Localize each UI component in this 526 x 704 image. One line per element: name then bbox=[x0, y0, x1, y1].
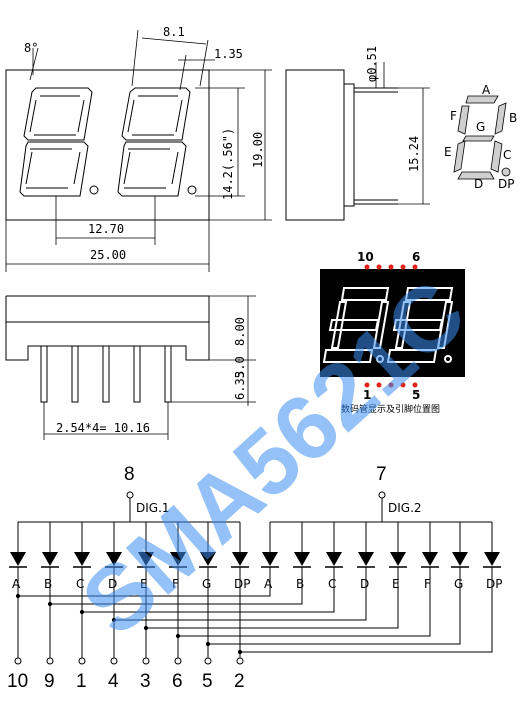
dim-pin-diameter: φ0.51 bbox=[365, 46, 379, 82]
front-dim-labels: 8° 8.1 1.35 14.2(.56") 19.00 12.70 25.00 bbox=[24, 25, 265, 262]
side-dim-labels: φ0.51 15.24 bbox=[365, 46, 421, 172]
dim-pin-pitch: 2.54*4= 10.16 bbox=[56, 421, 150, 435]
photo-caption: 数码管显示及引脚位置图 bbox=[341, 403, 440, 415]
legend-f: F bbox=[450, 109, 457, 123]
dig1-diode-d bbox=[105, 522, 123, 578]
display-photo: 10 6 1 5 数码管显示及引脚位置图 bbox=[320, 250, 465, 415]
dig2-seg-label-dp: DP bbox=[486, 577, 502, 591]
legend-g: G bbox=[476, 120, 485, 134]
dig1-seg-label-c: C bbox=[76, 577, 84, 591]
bottom-view bbox=[5, 295, 256, 440]
dig1-seg-label-e: E bbox=[140, 577, 148, 591]
bus-g bbox=[204, 578, 461, 665]
dig1-seg-label-f: F bbox=[172, 577, 179, 591]
dig1-diode-a bbox=[9, 522, 27, 578]
legend-c: C bbox=[503, 148, 511, 162]
front-digit-1 bbox=[19, 87, 99, 197]
dim-pin-span: 15.24 bbox=[407, 136, 421, 172]
schematic bbox=[18, 491, 492, 523]
bottom-dim-labels: 8.00 6.35 3.0 2.54*4= 10.16 bbox=[56, 317, 247, 435]
bottom-pin-1: 1 bbox=[76, 671, 87, 692]
bottom-pin-6: 6 bbox=[172, 671, 183, 692]
bus-e bbox=[142, 578, 399, 665]
dig2-seg-label-g: G bbox=[454, 577, 463, 591]
dim-seg-width: 1.35 bbox=[214, 47, 243, 61]
dig2-seg-label-f: F bbox=[424, 577, 431, 591]
bottom-pin-10: 10 bbox=[7, 671, 28, 692]
dim-pin-len-a: 6.35 bbox=[233, 371, 247, 400]
dig1-diode-g bbox=[199, 522, 217, 578]
dig2-seg-label-a: A bbox=[264, 577, 273, 591]
legend-a: A bbox=[482, 83, 491, 97]
dim-slant: 8° bbox=[24, 41, 38, 55]
dig2-label: DIG.2 bbox=[388, 501, 422, 515]
dig2-diode-c bbox=[325, 522, 343, 578]
dig2-diode-b bbox=[293, 522, 311, 578]
dig1-seg-label-g: G bbox=[202, 577, 211, 591]
dig1-diode-f bbox=[169, 522, 187, 578]
bus-dp bbox=[236, 578, 493, 665]
segment-legend: A B C D E F G DP bbox=[444, 83, 517, 191]
bottom-pin-5: 5 bbox=[202, 671, 213, 692]
dim-depth: 8.00 bbox=[233, 317, 247, 346]
dim-body-width: 25.00 bbox=[90, 248, 126, 262]
dig2-seg-label-e: E bbox=[392, 577, 400, 591]
dig2-diode-g bbox=[451, 522, 469, 578]
front-view bbox=[5, 29, 272, 272]
bus-wires bbox=[14, 578, 493, 665]
dig2-diode-f bbox=[421, 522, 439, 578]
dim-body-height: 19.00 bbox=[251, 132, 265, 168]
dig2-seg-label-c: C bbox=[328, 577, 336, 591]
dim-digit-pitch: 12.70 bbox=[88, 222, 124, 236]
bottom-pin-9: 9 bbox=[44, 671, 55, 692]
dig2-diode-a bbox=[261, 522, 279, 578]
dig2-diode-d bbox=[357, 522, 375, 578]
dig1-seg-label-b: B bbox=[44, 577, 52, 591]
diode-array bbox=[9, 522, 501, 578]
dig2-pin-number: 7 bbox=[376, 464, 387, 485]
photo-pin-6: 6 bbox=[412, 250, 420, 264]
photo-pin-5: 5 bbox=[412, 388, 420, 402]
dig1-diode-e bbox=[137, 522, 155, 578]
bottom-pin-3: 3 bbox=[140, 671, 151, 692]
legend-b: B bbox=[509, 111, 517, 125]
dig2-diode-e bbox=[389, 522, 407, 578]
legend-d: D bbox=[474, 177, 483, 191]
dim-digit-height: 14.2(.56") bbox=[221, 128, 235, 200]
photo-pin-1: 1 bbox=[363, 388, 371, 402]
dig2-diode-dp bbox=[483, 522, 501, 578]
dig1-diode-dp bbox=[231, 522, 249, 578]
side-view bbox=[285, 62, 430, 221]
dig1-pin-number: 8 bbox=[124, 464, 135, 485]
bottom-pin-4: 4 bbox=[108, 671, 119, 692]
bus-a bbox=[14, 578, 271, 665]
legend-e: E bbox=[444, 145, 452, 159]
bottom-pin-2: 2 bbox=[234, 671, 245, 692]
bus-b bbox=[46, 578, 303, 665]
watermark: SMA5621C bbox=[63, 261, 485, 655]
dig1-seg-label-dp: DP bbox=[234, 577, 250, 591]
legend-dp: DP bbox=[498, 177, 514, 191]
segment-labels: A B C D E F G DP A B C D E F G DP bbox=[12, 577, 502, 591]
photo-pin-10: 10 bbox=[357, 250, 374, 264]
dig1-label: DIG.1 bbox=[136, 501, 170, 515]
dig1-diode-b bbox=[41, 522, 59, 578]
dig2-seg-label-b: B bbox=[296, 577, 304, 591]
dig1-seg-label-d: D bbox=[108, 577, 117, 591]
bus-f bbox=[174, 578, 431, 665]
dig1-seg-label-a: A bbox=[12, 577, 21, 591]
dim-pin-len-b: 3.0 bbox=[233, 356, 247, 378]
front-digit-2 bbox=[117, 87, 197, 197]
dig1-diode-c bbox=[73, 522, 91, 578]
dig2-seg-label-d: D bbox=[360, 577, 369, 591]
dim-digit-width: 8.1 bbox=[163, 25, 185, 39]
